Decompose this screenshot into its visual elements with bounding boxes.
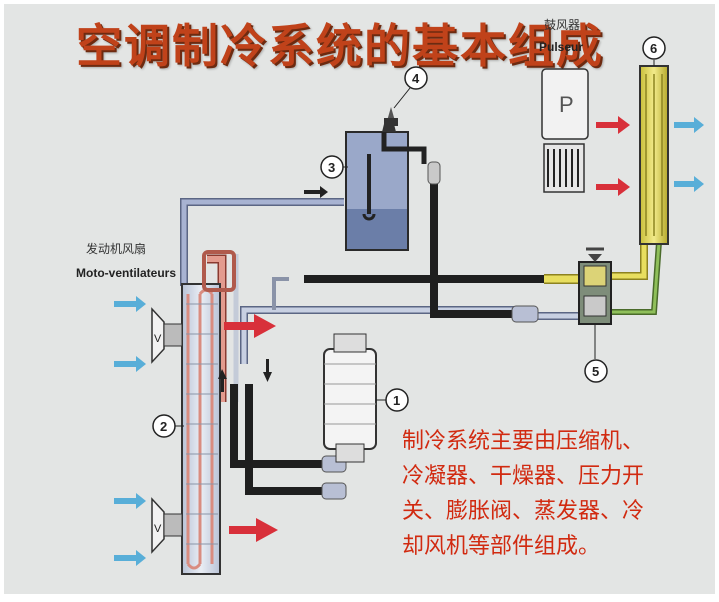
- callout-2: 2: [152, 414, 184, 438]
- receiver-drier: [345, 124, 427, 251]
- flow-arrow-up: [218, 369, 227, 392]
- air-flow-arrows: [114, 116, 704, 566]
- blower-label-fr: Pulseur: [539, 40, 584, 54]
- refrigeration-diagram: V V: [114, 36, 704, 575]
- callout-6-number: 6: [650, 41, 657, 56]
- callout-1: 1: [385, 388, 409, 412]
- callout-5: 5: [584, 359, 608, 383]
- slide: 空调制冷系统的基本组成 鼓风器 Pulseur 发动机风扇 Moto-venti…: [4, 4, 715, 594]
- expansion-valve: [578, 247, 612, 359]
- description-line-4: 却风机等部件组成。: [402, 534, 601, 559]
- air-arrow-evap-in-2: [596, 178, 630, 196]
- description-line-1: 制冷系统主要由压缩机、: [402, 429, 645, 454]
- callout-5-number: 5: [592, 364, 599, 379]
- engine-fan-lower: V: [151, 497, 183, 554]
- air-arrow-out-2: [674, 176, 704, 192]
- air-arrow-hot-lower: [229, 518, 278, 542]
- description-line-2: 冷凝器、干燥器、压力开: [402, 464, 645, 489]
- engine-fan-upper: V: [151, 307, 183, 364]
- callout-4-number: 4: [412, 71, 420, 86]
- blower: P: [541, 68, 589, 193]
- air-arrow-hot-upper: [224, 314, 276, 338]
- air-arrow-in-2: [114, 356, 146, 372]
- callout-6: 6: [642, 36, 666, 60]
- description: 制冷系统主要由压缩机、 冷凝器、干燥器、压力开 关、膨胀阀、蒸发器、冷 却风机等…: [402, 424, 712, 564]
- callout-3: 3: [320, 155, 348, 179]
- fan-letter-lower: V: [154, 523, 162, 535]
- engine-fan-label-cn: 发动机风扇: [86, 242, 147, 256]
- compressor: [323, 333, 386, 463]
- callout-2-number: 2: [160, 419, 167, 434]
- liquid-line: [544, 241, 662, 315]
- air-arrow-out-1: [674, 117, 704, 133]
- fan-letter-upper: V: [154, 333, 162, 345]
- engine-fan-label-fr: Moto-ventilateurs: [76, 266, 177, 280]
- callout-4: 4: [404, 66, 428, 90]
- blower-letter: P: [559, 92, 574, 117]
- description-line-3: 关、膨胀阀、蒸发器、冷: [402, 499, 645, 524]
- high-pressure-line: [230, 161, 544, 500]
- air-arrow-in-4: [114, 550, 146, 566]
- slide-title: 空调制冷系统的基本组成: [76, 19, 604, 73]
- flow-arrow-down: [263, 359, 272, 382]
- blower-label-cn: 鼓风器: [544, 18, 581, 32]
- flow-arrow-drier: [304, 186, 328, 198]
- condenser: [181, 250, 236, 575]
- callout-3-number: 3: [328, 160, 335, 175]
- air-arrow-evap-in-1: [596, 116, 630, 134]
- air-arrow-in-3: [114, 493, 146, 509]
- callout-1-number: 1: [393, 393, 400, 408]
- evaporator: [639, 60, 669, 245]
- air-arrow-in-1: [114, 296, 146, 312]
- pressure-switch: [384, 87, 411, 126]
